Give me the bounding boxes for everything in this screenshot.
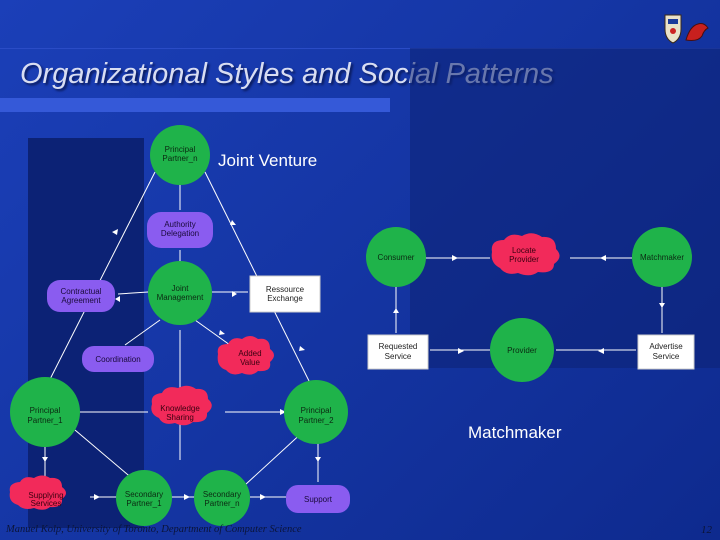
- svg-text:Requested: Requested: [379, 342, 418, 351]
- svg-text:Authority: Authority: [164, 220, 196, 229]
- joint-management-actor: Joint Management: [148, 261, 212, 325]
- header-rule: [0, 48, 720, 49]
- svg-text:Supplying: Supplying: [28, 491, 63, 500]
- svg-text:Provider: Provider: [507, 346, 537, 355]
- svg-text:Partner_2: Partner_2: [298, 416, 334, 425]
- svg-text:Matchmaker: Matchmaker: [640, 253, 684, 262]
- principal-n-line2: Partner_n: [162, 154, 197, 163]
- svg-text:Value: Value: [240, 358, 260, 367]
- principal-partner-2-actor: Principal Partner_2: [284, 380, 348, 444]
- svg-text:Partner_1: Partner_1: [27, 416, 63, 425]
- consumer-actor: Consumer: [366, 227, 426, 287]
- svg-text:Ressource: Ressource: [266, 285, 305, 294]
- requested-service-resource: Requested Service: [367, 334, 429, 370]
- joint-venture-nodes: Principal Partner_n Authority Delegation…: [9, 125, 350, 526]
- svg-text:Provider: Provider: [509, 255, 539, 264]
- secondary-partner-n-actor: Secondary Partner_n: [194, 470, 250, 526]
- svg-text:Partner_1: Partner_1: [126, 499, 162, 508]
- principal-partner-1-actor: Principal Partner_1: [10, 377, 80, 447]
- matchmaker-nodes: Consumer Locate Provider Matchmaker Requ…: [366, 227, 695, 382]
- svg-text:Support: Support: [304, 495, 333, 504]
- matchmaker-arrowheads: [393, 255, 665, 354]
- svg-text:Principal: Principal: [301, 406, 332, 415]
- svg-text:Joint: Joint: [172, 284, 190, 293]
- svg-text:Exchange: Exchange: [267, 294, 303, 303]
- provider-actor: Provider: [490, 318, 554, 382]
- svg-text:Advertise: Advertise: [649, 342, 683, 351]
- knowledge-sharing-softgoal: Knowledge Sharing: [151, 385, 212, 426]
- svg-text:Locate: Locate: [512, 246, 537, 255]
- svg-text:Principal: Principal: [30, 406, 61, 415]
- contractual-agreement-goal: Contractual Agreement: [47, 280, 115, 312]
- resource-exchange-resource: Ressource Exchange: [249, 275, 321, 313]
- authority-delegation-goal: Authority Delegation: [147, 212, 213, 248]
- svg-text:Consumer: Consumer: [378, 253, 415, 262]
- svg-text:Sharing: Sharing: [166, 413, 194, 422]
- matchmaker-actor: Matchmaker: [632, 227, 692, 287]
- slide-footer: Manuel Kolp, University of Toronto, Depa…: [6, 524, 302, 535]
- supplying-services-softgoal: Supplying Services: [9, 475, 66, 510]
- svg-text:Knowledge: Knowledge: [160, 404, 200, 413]
- svg-text:Delegation: Delegation: [161, 229, 199, 238]
- added-value-softgoal: Added Value: [217, 336, 274, 375]
- secondary-partner-1-actor: Secondary Partner_1: [116, 470, 172, 526]
- principal-partner-n-actor: Principal Partner_n: [150, 125, 210, 185]
- svg-text:Service: Service: [653, 352, 680, 361]
- principal-n-line1: Principal: [165, 145, 196, 154]
- locate-provider-softgoal: Locate Provider: [491, 233, 560, 276]
- page-number: 12: [701, 524, 712, 536]
- joint-venture-shadow: [28, 138, 144, 528]
- svg-text:Coordination: Coordination: [95, 355, 140, 364]
- matchmaker-shadow: [410, 48, 720, 368]
- svg-text:Agreement: Agreement: [61, 296, 101, 305]
- svg-text:Secondary: Secondary: [125, 490, 163, 499]
- title-underline: [0, 98, 390, 112]
- joint-venture-label: Joint Venture: [218, 151, 317, 170]
- university-crest-icon: [664, 14, 709, 44]
- svg-text:Service: Service: [385, 352, 412, 361]
- coordination-goal: Coordination: [82, 346, 154, 372]
- svg-text:Services: Services: [31, 499, 62, 508]
- svg-text:Partner_n: Partner_n: [204, 499, 239, 508]
- svg-text:Contractual: Contractual: [61, 287, 102, 296]
- svg-text:Management: Management: [157, 293, 204, 302]
- support-goal: Support: [286, 485, 350, 513]
- advertise-service-resource: Advertise Service: [637, 334, 695, 370]
- svg-text:Secondary: Secondary: [203, 490, 241, 499]
- matchmaker-label: Matchmaker: [468, 423, 562, 442]
- svg-text:Added: Added: [238, 349, 261, 358]
